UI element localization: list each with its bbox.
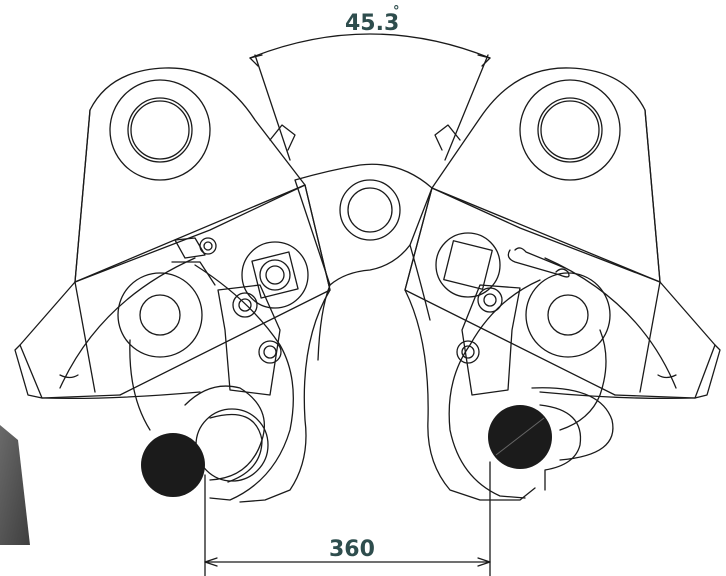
width-dimension <box>204 461 491 576</box>
latch-spring <box>507 249 570 278</box>
left-cylinder-pin <box>139 294 181 336</box>
centre-pin-inner <box>347 187 393 233</box>
left-top-boss-inner <box>127 97 193 163</box>
right-top-boss-inner <box>537 97 603 163</box>
angle-degree-mark: ° <box>393 4 400 19</box>
angle-label: 45.3 <box>345 11 399 36</box>
left-jaw-opening <box>195 408 269 482</box>
centre-link <box>294 163 433 361</box>
right-top-boss-outer <box>519 79 621 181</box>
photo-fragment <box>0 425 30 545</box>
width-label: 360 <box>329 537 375 562</box>
left-top-boss-outer <box>109 79 211 181</box>
left-pin-roller <box>141 433 205 497</box>
angle-dimension <box>249 33 491 67</box>
centre-pin-outer <box>339 179 401 241</box>
left-jaw <box>14 54 331 503</box>
right-jaw <box>404 54 721 501</box>
right-cylinder-pin <box>547 294 589 336</box>
left-latch-pin <box>259 259 291 291</box>
